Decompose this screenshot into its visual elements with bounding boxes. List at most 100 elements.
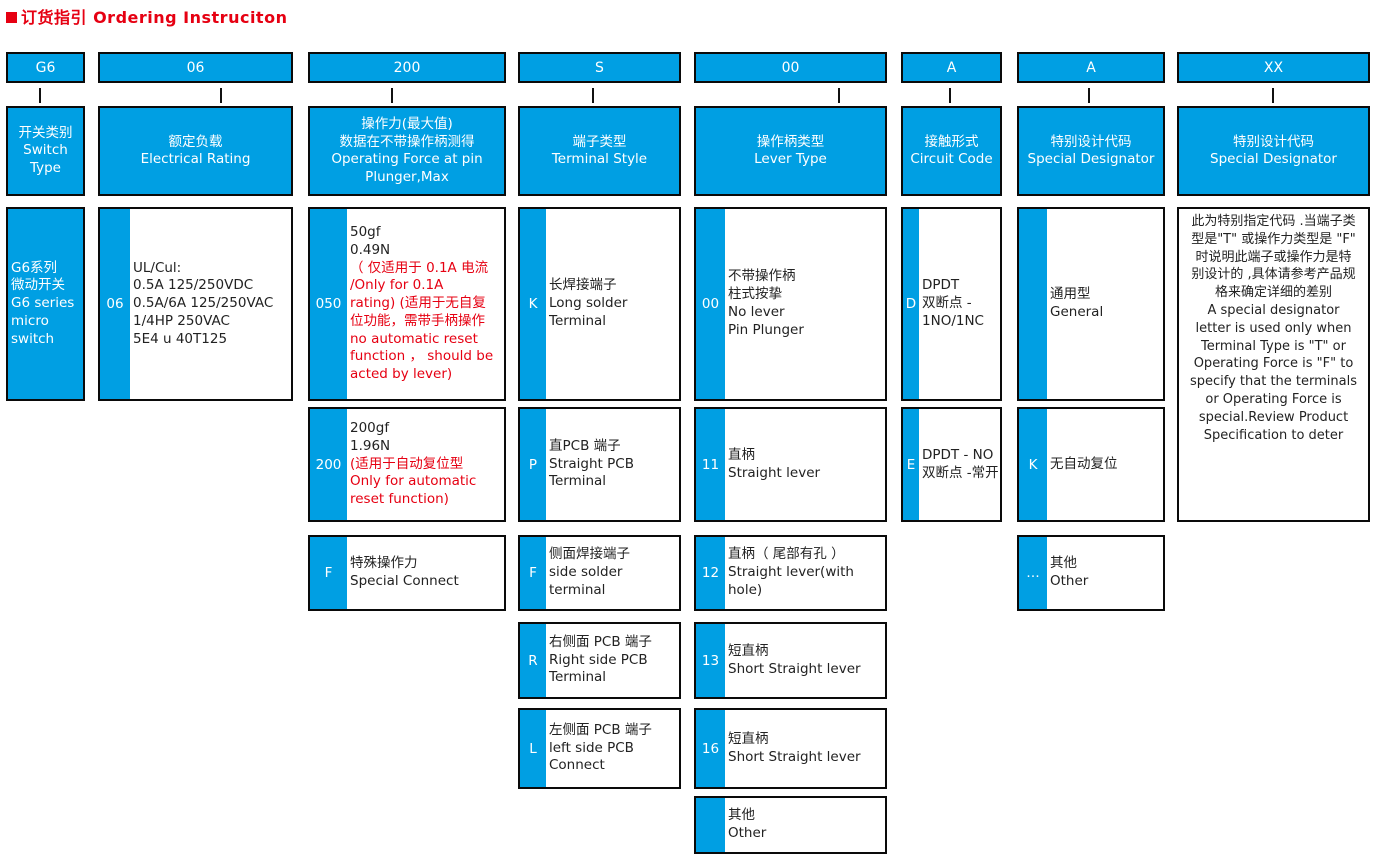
option-code: … xyxy=(1019,537,1047,609)
code-box: G6 xyxy=(6,52,85,83)
option-note-line: (适用于自动复位型 xyxy=(350,455,464,472)
column-header: 特别设计代码 Special Designator xyxy=(1177,106,1370,196)
code-box: A xyxy=(1017,52,1165,83)
option-line: DPDT - NO xyxy=(922,446,994,463)
option-line: 其他 xyxy=(1050,555,1077,572)
option-line: 通用型 xyxy=(1050,286,1091,303)
note-line: 此为特别指定代码 .当端子类 xyxy=(1191,214,1356,229)
option-row: 13 短直柄 Short Straight lever xyxy=(694,622,887,699)
header-line: Special Designator xyxy=(1027,151,1155,167)
option-code: E xyxy=(903,409,919,520)
note-line: 型是"T" 或操作力类型是 "F" xyxy=(1191,231,1356,247)
option-row: 11 直柄 Straight lever xyxy=(694,407,887,522)
option-line: 直柄（ 尾部有孔 ） xyxy=(728,546,845,563)
option-row: E DPDT - NO 双断点 -常开 xyxy=(901,407,1002,522)
connector-line xyxy=(592,88,594,103)
option-note-line: rating) (适用于无自复 xyxy=(350,295,486,312)
page-title: 订货指引 Ordering Instruciton xyxy=(6,4,287,28)
option-row: P 直PCB 端子 Straight PCB Terminal xyxy=(518,407,681,522)
option-line: Short Straight lever xyxy=(728,660,861,677)
column-header: 端子类型 Terminal Style xyxy=(518,106,681,196)
option-note-line: Only for automatic xyxy=(350,473,477,490)
header-line: Type xyxy=(29,159,61,176)
option-line: 50gf xyxy=(350,223,381,240)
code-box: XX xyxy=(1177,52,1370,83)
option-code: 13 xyxy=(696,624,725,697)
option-code: 16 xyxy=(696,710,725,787)
column-header: 操作柄类型 Lever Type xyxy=(694,106,887,196)
option-code: K xyxy=(520,209,546,399)
option-line: 5E4 u 40T125 xyxy=(133,330,228,347)
title-square-icon xyxy=(6,12,17,23)
note-line: Operating Force is "F" to xyxy=(1193,356,1354,372)
header-line: Electrical Rating xyxy=(140,151,251,167)
option-code: F xyxy=(520,537,546,609)
option-row: D DPDT 双断点 - 1NO/1NC xyxy=(901,207,1002,401)
option-row: 00 不带操作柄 柱式按挚 No lever Pin Plunger xyxy=(694,207,887,401)
note-line: A special designator xyxy=(1207,302,1340,318)
header-line: Terminal Style xyxy=(551,151,648,167)
option-line: Terminal xyxy=(549,312,607,329)
option-line: 左侧面 PCB 端子 xyxy=(549,721,652,738)
connector-line xyxy=(1272,88,1274,103)
option-line: 柱式按挚 xyxy=(728,286,782,303)
option-line: Terminal xyxy=(549,473,607,490)
title-text: 订货指引 Ordering Instruciton xyxy=(21,8,288,27)
option-line: 0.49N xyxy=(350,241,391,258)
code-box: A xyxy=(901,52,1002,83)
cell-line: G6系列 xyxy=(11,259,58,276)
option-line: Other xyxy=(1050,573,1089,589)
note-line: 别设计的 ,具体请参考产品规 xyxy=(1191,267,1356,283)
option-note-line: acted by lever) xyxy=(350,366,453,383)
note-line: 格来确定详细的差别 xyxy=(1214,285,1332,301)
option-line: 侧面焊接端子 xyxy=(549,546,630,563)
option-line: 1.96N xyxy=(350,437,391,454)
option-line: General xyxy=(1050,304,1104,320)
header-line: 端子类型 xyxy=(572,133,627,150)
header-line: Circuit Code xyxy=(910,151,993,167)
option-line: left side PCB xyxy=(549,739,634,756)
code-box: 00 xyxy=(694,52,887,83)
option-line: side solder xyxy=(549,564,623,581)
header-line: Operating Force at pin xyxy=(331,151,483,167)
option-row: K 无自动复位 xyxy=(1017,407,1165,522)
option-code: K xyxy=(1019,409,1047,520)
option-line: No lever xyxy=(728,304,785,320)
option-row: 06 UL/Cul: 0.5A 125/250VDC 0.5A/6A 125/2… xyxy=(98,207,293,401)
option-row: 其他 Other xyxy=(694,796,887,854)
option-line: 1NO/1NC xyxy=(922,312,984,329)
note-line: or Operating Force is xyxy=(1205,391,1342,407)
column-header: 额定负载 Electrical Rating xyxy=(98,106,293,196)
option-row: … 其他 Other xyxy=(1017,535,1165,611)
option-row: 050 50gf 0.49N （ 仅适用于 0.1A 电流 /Only for … xyxy=(308,207,506,401)
option-line: 双断点 -常开 xyxy=(922,464,999,481)
header-line: 特别设计代码 xyxy=(1233,133,1314,150)
column-header: 特别设计代码 Special Designator xyxy=(1017,106,1165,196)
option-line: Straight lever(with xyxy=(728,564,854,581)
option-code: P xyxy=(520,409,546,520)
header-line: 特别设计代码 xyxy=(1050,133,1132,150)
option-line: UL/Cul: xyxy=(133,259,182,276)
option-line: 直柄 xyxy=(728,446,755,463)
note-line: letter is used only when xyxy=(1195,320,1352,336)
option-note-line: no automatic reset xyxy=(350,330,478,347)
connector-line xyxy=(391,88,393,103)
header-line: Switch xyxy=(23,142,68,159)
option-line: 短直柄 xyxy=(728,730,769,747)
option-line: Connect xyxy=(549,757,605,774)
code-box: 06 xyxy=(98,52,293,83)
option-row: 16 短直柄 Short Straight lever xyxy=(694,708,887,789)
column-header: 接触形式 Circuit Code xyxy=(901,106,1002,196)
note-line: specify that the terminals xyxy=(1189,374,1358,390)
option-line: 不带操作柄 xyxy=(728,268,796,285)
option-line: 0.5A/6A 125/250VAC xyxy=(133,295,274,312)
option-line: 1/4HP 250VAC xyxy=(133,312,230,329)
option-note-line: reset function) xyxy=(350,491,449,508)
header-line: Special Designator xyxy=(1210,151,1337,167)
option-row: K 长焊接端子 Long solder Terminal xyxy=(518,207,681,401)
option-note-line: （ 仅适用于 0.1A 电流 xyxy=(350,259,489,276)
connector-line xyxy=(838,88,840,103)
column-header: 开关类别 Switch Type xyxy=(6,106,85,196)
option-line: 短直柄 xyxy=(728,642,769,659)
code-box: S xyxy=(518,52,681,83)
